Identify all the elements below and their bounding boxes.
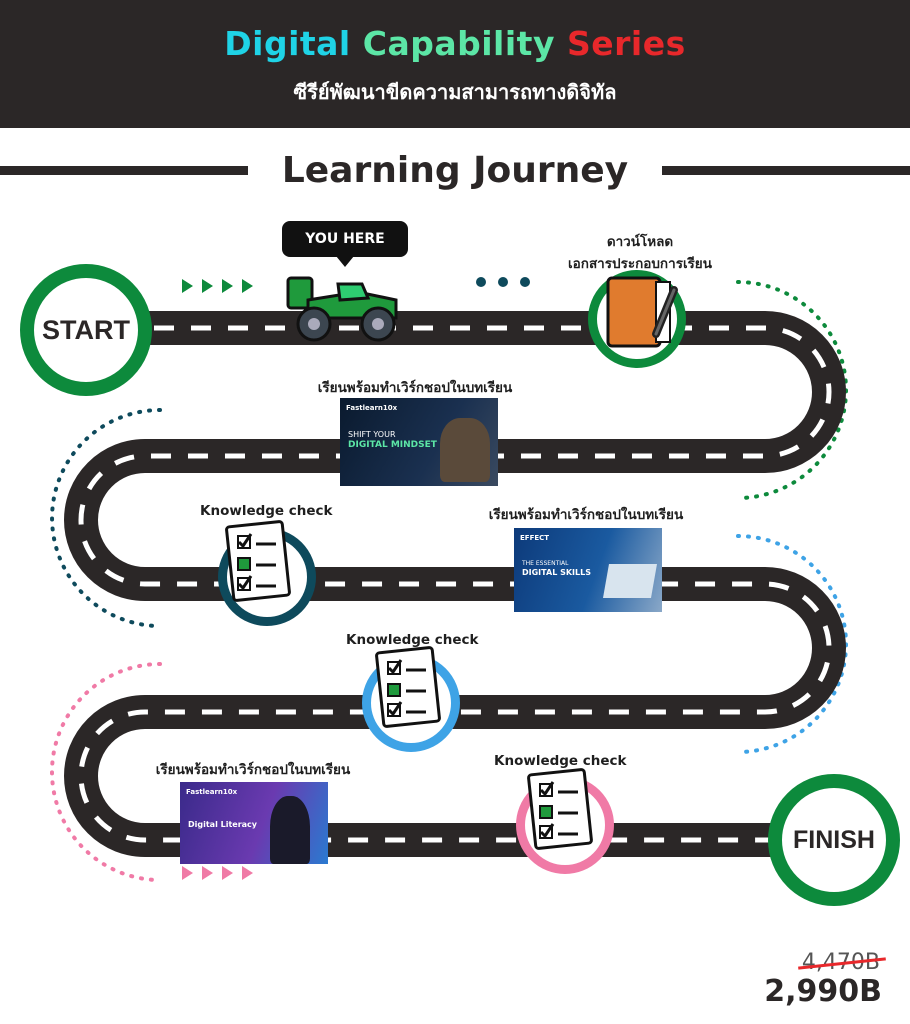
- step-download-line2: เอกสารประกอบการเรียน: [568, 256, 712, 272]
- thumb2-sub: DIGITAL SKILLS: [522, 568, 591, 577]
- thumb1-sub: DIGITAL MINDSET: [348, 440, 437, 450]
- thumb3-title: Digital Literacy: [188, 820, 257, 829]
- start-marker: START: [20, 264, 152, 396]
- step-workshop1-label: เรียนพร้อมทำเวิร์กชอปในบทเรียน: [317, 380, 513, 396]
- section-title: Learning Journey: [281, 150, 629, 191]
- thumb2-brand: EFFECT: [520, 534, 550, 542]
- title-word-2: Capability: [362, 24, 555, 63]
- arrow-marks-green: [182, 279, 253, 293]
- header-banner: Digital Capability Series ซีรีย์พัฒนาขีด…: [0, 0, 910, 128]
- thumb3-person: [270, 796, 310, 864]
- workshop3-thumbnail[interactable]: Fastlearn10x Digital Literacy: [180, 782, 328, 864]
- title-word-1: Digital: [224, 24, 351, 63]
- thumb1-title: SHIFT YOUR: [348, 430, 396, 439]
- thumb2-title: THE ESSENTIAL: [522, 560, 569, 567]
- divider-left: [0, 166, 248, 175]
- checklist-icon[interactable]: [526, 766, 596, 852]
- checklist-icon[interactable]: [374, 644, 444, 730]
- step-check1-label: Knowledge check: [200, 503, 333, 519]
- step-check3-label: Knowledge check: [494, 753, 627, 769]
- original-price: 4,470B: [798, 950, 886, 975]
- step-check2-label: Knowledge check: [346, 632, 479, 648]
- progress-dots: [476, 277, 530, 287]
- bubble-tail: [336, 256, 354, 267]
- workshop1-thumbnail[interactable]: Fastlearn10x SHIFT YOUR DIGITAL MINDSET: [340, 398, 498, 486]
- thumb1-figure: [440, 418, 490, 482]
- thumb3-brand: Fastlearn10x: [186, 788, 238, 796]
- thumb2-laptop: [603, 564, 657, 598]
- thumb1-brand: Fastlearn10x: [346, 404, 398, 412]
- step-download-line1: ดาวน์โหลด: [606, 234, 674, 250]
- step-workshop2-label: เรียนพร้อมทำเวิร์กชอปในบทเรียน: [488, 507, 684, 523]
- current-price: 2,990B: [764, 974, 882, 1009]
- divider-right: [662, 166, 910, 175]
- step-download-label: ดาวน์โหลด เอกสารประกอบการเรียน: [560, 230, 720, 274]
- page-subtitle: ซีรีย์พัฒนาขีดความสามารถทางดิจิทัล: [293, 80, 617, 104]
- arrow-marks-pink: [182, 866, 253, 880]
- you-here-bubble: YOU HERE: [282, 221, 408, 257]
- notebook-pen-icon[interactable]: [598, 272, 682, 352]
- workshop2-thumbnail[interactable]: EFFECT THE ESSENTIAL DIGITAL SKILLS: [514, 528, 662, 612]
- race-car-icon: [286, 276, 398, 342]
- step-workshop3-label: เรียนพร้อมทำเวิร์กชอปในบทเรียน: [155, 762, 351, 778]
- finish-marker: FINISH: [768, 774, 900, 906]
- checklist-icon[interactable]: [224, 518, 294, 604]
- page-title: Digital Capability Series: [0, 24, 910, 63]
- title-word-3: Series: [566, 24, 686, 63]
